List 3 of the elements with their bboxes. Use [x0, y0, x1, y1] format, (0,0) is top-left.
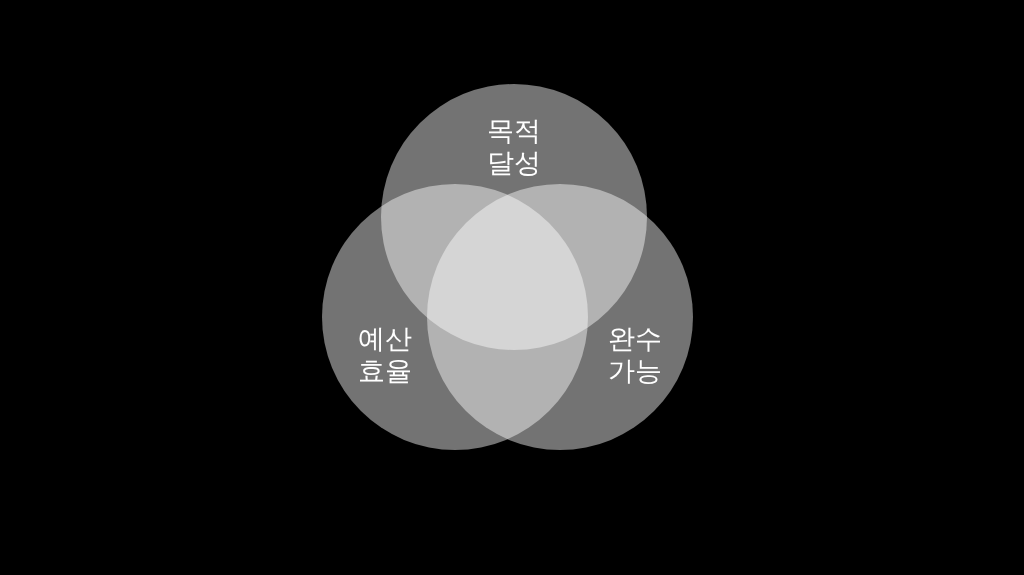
circle-label: 완수 가능: [607, 322, 663, 388]
circle-label: 목적 달성: [486, 114, 542, 180]
circle-label: 예산 효율: [357, 322, 413, 388]
